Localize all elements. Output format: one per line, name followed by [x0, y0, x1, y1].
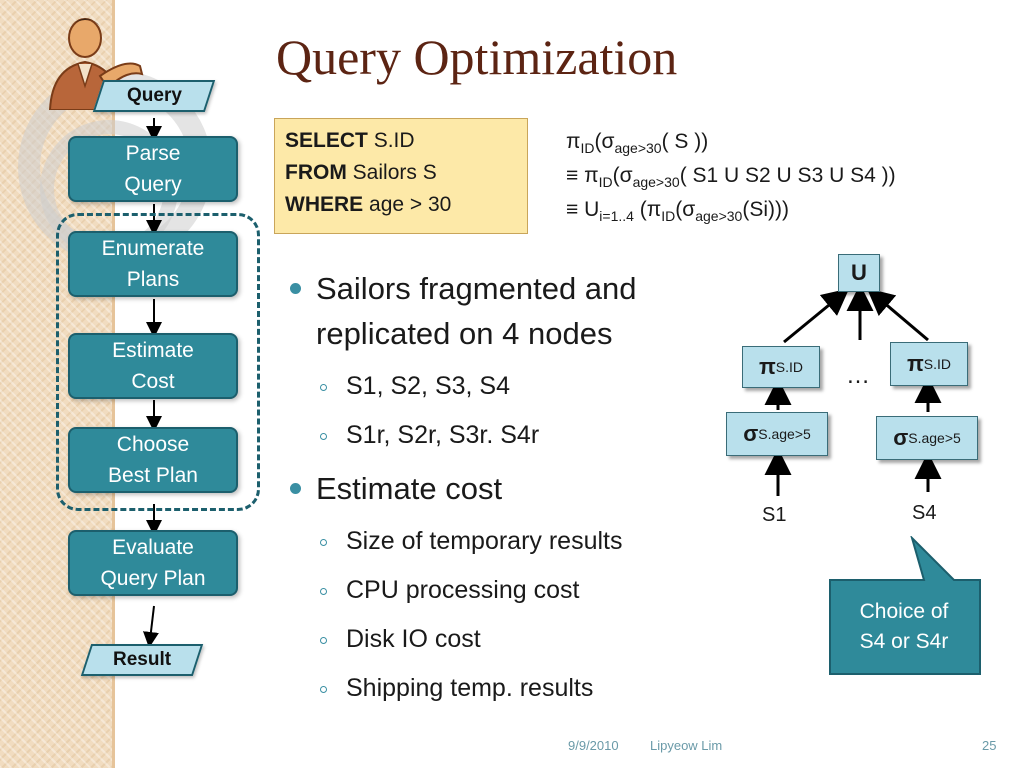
footer-date: 9/9/2010 [568, 738, 619, 753]
sub-bullet-item: Size of temporary results [288, 517, 718, 566]
tree-ellipsis: … [846, 362, 870, 389]
open-paren: ( [594, 130, 602, 153]
union-node: U [838, 254, 880, 292]
union-subscript: i=1..4 [599, 208, 634, 225]
projection-subscript: S.ID [923, 356, 952, 372]
flowchart-arrows [142, 118, 162, 648]
sql-from-value: Sailors S [352, 161, 437, 184]
sub-bullet-item: S1r, S2r, S3r. S4r [288, 411, 718, 460]
flow-step-enumerate-plans: Enumerate Plans [68, 231, 238, 297]
equiv-symbol: ≡ [566, 198, 579, 221]
sub-bullet-item: S1, S2, S3, S4 [288, 362, 718, 411]
selection-subscript: S.age>5 [908, 430, 961, 446]
open-paren: ( [612, 164, 620, 187]
flow-step-parse-query: Parse Query [68, 136, 238, 202]
algebra-formula-2: ≡ πID(σage>30( S1 U S2 U S3 U S4 )) [566, 164, 896, 190]
sigma-symbol: σ [601, 130, 615, 153]
plan-tree-edges [764, 284, 942, 496]
open-paren: ( [675, 198, 683, 221]
pi-subscript: ID [661, 208, 676, 225]
pi-symbol: π [584, 164, 599, 187]
page-number: 25 [982, 738, 997, 753]
sql-from-keyword: FROM [285, 161, 347, 184]
pi-symbol: π [566, 130, 581, 153]
formula-rest: (Si))) [742, 198, 789, 221]
equiv-symbol: ≡ [566, 164, 579, 187]
formula-rest: ( S1 U S2 U S3 U S4 )) [679, 164, 896, 187]
sql-where-keyword: WHERE [285, 193, 364, 216]
projection-subscript: S.ID [775, 359, 804, 375]
formula-rest: ( S )) [661, 130, 709, 153]
sigma-subscript: age>30 [695, 208, 743, 225]
union-label: U [851, 260, 867, 285]
sigma-subscript: age>30 [632, 174, 680, 191]
bullet-list: Sailors fragmented and replicated on 4 n… [288, 266, 718, 713]
algebra-formula-3: ≡ Ui=1..4 (πID(σage>30(Si))) [566, 198, 789, 224]
sigma-subscript: age>30 [614, 140, 662, 157]
flow-step-estimate-cost: Estimate Cost [68, 333, 238, 399]
bullet-item: Estimate cost [288, 466, 718, 511]
query-input-shape: Query [92, 80, 216, 112]
algebra-formula-1: πID(σage>30( S )) [566, 130, 708, 156]
callout-shape [829, 536, 981, 675]
pi-symbol: π [906, 351, 924, 376]
result-label: Result [112, 649, 172, 670]
sql-query-box: SELECT S.ID FROM Sailors S WHERE age > 3… [274, 118, 528, 234]
sub-bullet-item: CPU processing cost [288, 566, 718, 615]
callout-text: Choice of S4 or S4r [859, 600, 949, 653]
sigma-symbol: σ [893, 425, 909, 450]
formula-mid: (π [633, 198, 662, 221]
selection-subscript: S.age>5 [758, 426, 811, 442]
query-label: Query [126, 85, 182, 106]
sigma-symbol: σ [682, 198, 696, 221]
sub-bullet-item: Disk IO cost [288, 615, 718, 664]
pi-symbol: π [758, 354, 776, 379]
flow-step-choose-best-plan: Choose Best Plan [68, 427, 238, 493]
sigma-symbol: σ [743, 421, 759, 446]
result-output-shape: Result [80, 644, 204, 676]
optimizer-group-outline [56, 213, 260, 511]
flow-step-evaluate-query-plan: Evaluate Query Plan [68, 530, 238, 596]
slide-title: Query Optimization [276, 29, 678, 85]
leaf-s4: S4 [912, 502, 937, 524]
bullet-item: Sailors fragmented and replicated on 4 n… [288, 266, 718, 356]
union-symbol: U [584, 198, 600, 221]
sql-select-keyword: SELECT [285, 129, 368, 152]
sql-select-value: S.ID [373, 129, 415, 152]
pi-subscript: ID [580, 140, 595, 157]
leaf-s1: S1 [762, 504, 787, 526]
sql-where-value: age > 30 [369, 193, 452, 216]
sub-bullet-item: Shipping temp. results [288, 664, 718, 713]
sigma-symbol: σ [619, 164, 633, 187]
footer-author: Lipyeow Lim [650, 738, 723, 753]
pi-subscript: ID [598, 174, 613, 191]
